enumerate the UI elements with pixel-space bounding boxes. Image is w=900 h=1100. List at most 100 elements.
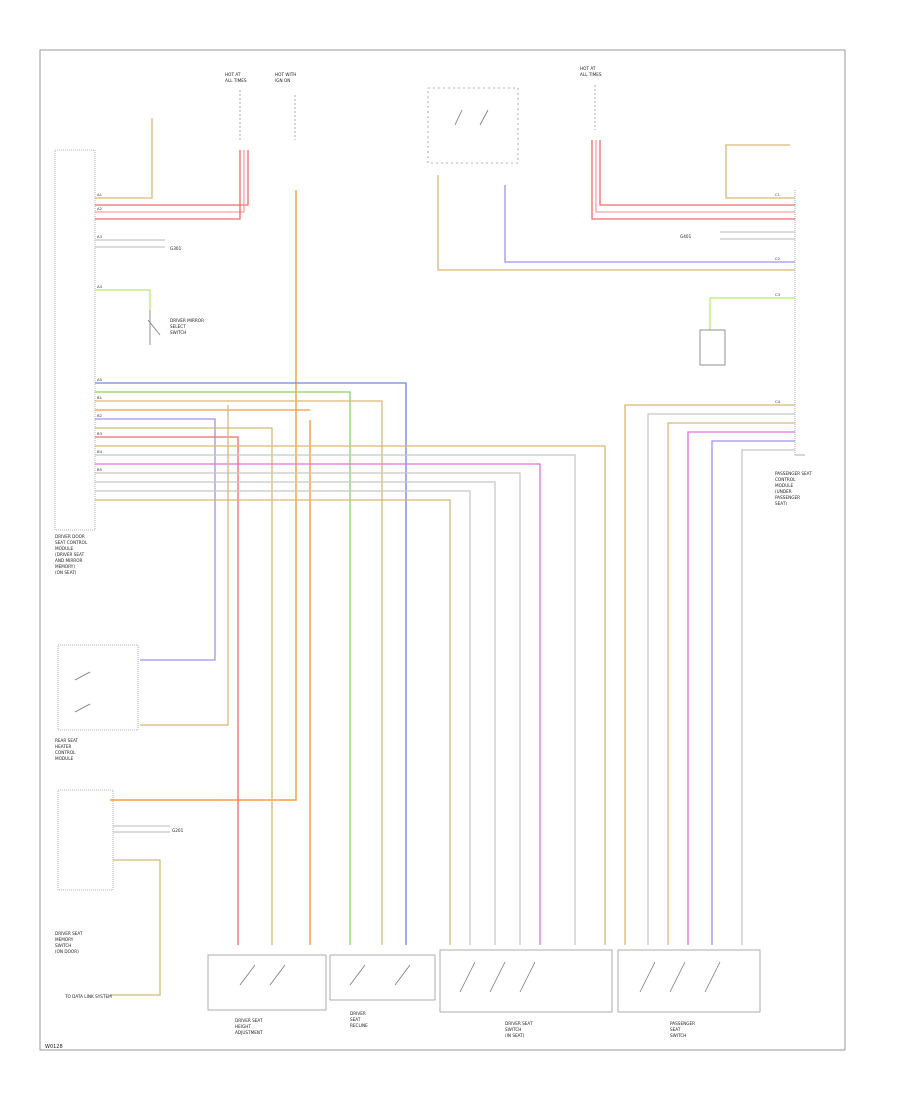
svg-text:MODULE: MODULE [55,756,74,761]
svg-text:PASSENGER: PASSENGER [775,495,800,500]
rear-seat-heater-label: REAR SEAT HEATER CONTROL MODULE [55,738,79,761]
ground-label-1: G301 [170,246,182,251]
bottom-label-1: DRIVER SEAT HEIGHT ADJUSTMENT [235,1018,263,1035]
mirror-switch-blade [147,319,161,336]
top-center-switch [427,87,519,164]
svg-text:RECLINE: RECLINE [350,1023,368,1028]
svg-text:ALL TIMES: ALL TIMES [225,78,247,83]
svg-text:REAR SEAT: REAR SEAT [55,738,79,743]
bottom-label-4: PASSENGER SEAT SWITCH [670,1021,695,1038]
svg-text:SEAT CONTROL: SEAT CONTROL [55,540,88,545]
fuse-label-group: HOT AT ALL TIMES HOT WITH IGN ON HOT AT … [225,66,602,83]
svg-text:B4: B4 [97,449,103,454]
driver-seat-module [54,149,96,531]
wire-tan-switch [437,175,795,271]
svg-text:HEATER: HEATER [55,744,72,749]
driver-seat-switch [439,949,613,1013]
ground-label-3: G401 [680,234,692,239]
driver-seat-memory-switch [57,789,114,891]
wire-magenta-right [687,431,795,945]
mirror-switch-label: DRIVER MIRROR SELECT SWITCH [170,318,204,335]
svg-text:IGN ON: IGN ON [275,78,290,83]
svg-text:DRIVER SEAT: DRIVER SEAT [235,1018,263,1023]
wire-tan-b [95,427,273,945]
pin-labels: A1 A2 A3 A4 A5 B1 B2 B3 B4 B5 C1 C2 C3 C… [97,192,781,472]
svg-text:SEAT: SEAT [350,1017,361,1022]
wire-gray-h4 [95,490,471,945]
wire-lime-right [709,297,795,330]
height-adjust-switch [207,954,327,1011]
svg-text:SWITCH: SWITCH [170,330,186,335]
svg-text:DRIVER: DRIVER [350,1011,366,1016]
svg-text:CONTROL: CONTROL [55,750,76,755]
memory-tan [110,859,161,996]
svg-text:C2: C2 [775,256,781,261]
svg-text:(DRIVER SEAT: (DRIVER SEAT [55,552,85,557]
wire-green [95,391,351,945]
wire-red-r2 [595,140,795,213]
svg-text:A5: A5 [97,377,103,382]
bottom-label-2: DRIVER SEAT RECLINE [350,1011,368,1028]
ground-label-2: G201 [172,828,184,833]
wire-tan-d [95,499,451,945]
svg-text:SWITCH: SWITCH [55,943,71,948]
wire-tan-top [95,118,153,199]
svg-text:A2: A2 [97,206,103,211]
rear-seat-heater-module [57,644,139,731]
svg-text:A3: A3 [97,234,103,239]
svg-text:MODULE: MODULE [55,546,74,551]
svg-text:(IN SEAT): (IN SEAT) [505,1033,525,1038]
memory-switch-label: DRIVER SEAT MEMORY SWITCH (ON DOOR) [55,931,83,954]
right-relay [699,329,726,366]
wire-red-r1 [599,140,795,206]
wire-red-h [95,436,239,945]
svg-text:DRIVER MIRROR: DRIVER MIRROR [170,318,204,323]
svg-text:AND MIRROR: AND MIRROR [55,558,83,563]
svg-text:B2: B2 [97,413,103,418]
svg-text:CONTROL: CONTROL [775,477,796,482]
wire-tan-rear [140,405,229,726]
wire-red-r3 [591,140,795,220]
svg-text:HOT AT: HOT AT [580,66,596,71]
wire-red-3 [95,150,241,220]
svg-text:C4: C4 [775,399,781,404]
wire-gray-h3 [95,481,496,945]
svg-text:HOT WITH: HOT WITH [275,72,296,77]
wire-violet-right [711,440,795,945]
svg-text:B1: B1 [97,395,103,400]
wire-lime-left [95,289,151,310]
bottom-switch-blades [239,961,721,993]
svg-text:B5: B5 [97,467,103,472]
svg-text:DRIVER SEAT: DRIVER SEAT [55,931,83,936]
svg-text:(UNDER: (UNDER [775,489,792,494]
diagram-ref-code: W0128 [45,1044,63,1050]
switch-contact-1 [454,109,463,126]
passenger-seat-module-label: PASSENGER SEAT CONTROL MODULE (UNDER PAS… [775,471,812,506]
svg-text:ADJUSTMENT: ADJUSTMENT [235,1030,263,1035]
wire-tan-a [95,400,383,945]
data-line-label: TO DATA LINK SYSTEM [64,994,112,999]
wire-orange-main [110,190,297,801]
svg-text:SWITCH: SWITCH [670,1033,686,1038]
svg-text:A1: A1 [97,192,103,197]
switch-contact-2 [479,109,489,126]
svg-text:SWITCH: SWITCH [505,1027,521,1032]
driver-seat-module-label: DRIVER DOOR SEAT CONTROL MODULE (DRIVER … [55,534,88,575]
svg-text:HOT AT: HOT AT [225,72,241,77]
svg-text:(ON SEAT): (ON SEAT) [55,570,77,575]
diagram-border [39,49,846,1051]
svg-text:MEMORY): MEMORY) [55,564,75,569]
bottom-label-3: DRIVER SEAT SWITCH (IN SEAT) [505,1021,533,1038]
wire-tan-right [624,404,795,945]
wire-tan-right2 [667,422,795,945]
wire-magenta-left [95,463,541,945]
wire-red-1 [95,150,249,206]
svg-text:C3: C3 [775,292,781,297]
svg-text:SEAT): SEAT) [775,501,787,506]
wire-gray-h1 [95,454,576,945]
svg-text:DRIVER DOOR: DRIVER DOOR [55,534,85,539]
svg-text:PASSENGER: PASSENGER [670,1021,695,1026]
rear-heater-contact-1 [74,671,91,681]
svg-text:C1: C1 [775,192,781,197]
